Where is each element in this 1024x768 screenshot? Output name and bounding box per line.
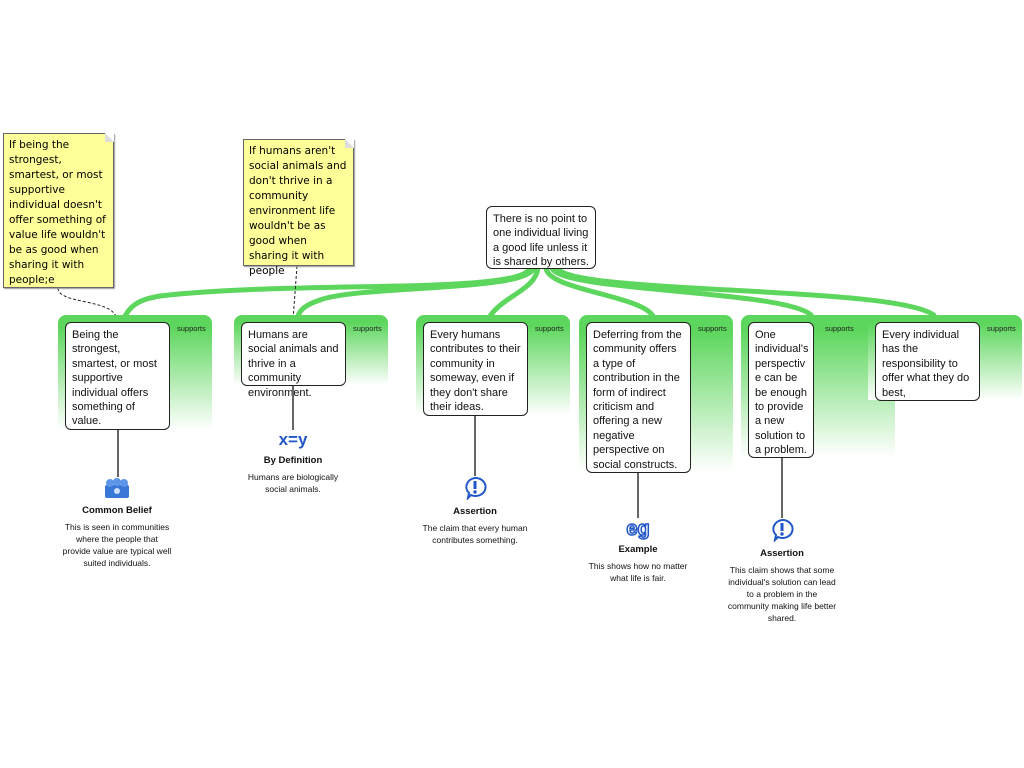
basis-type-3: Assertion: [453, 506, 497, 517]
reason-claim-4[interactable]: Deferring from the community offers a ty…: [586, 322, 691, 473]
example-icon: eg: [626, 517, 651, 541]
basis-link-1: [117, 430, 119, 477]
basis-link-5: [781, 458, 783, 518]
note-1[interactable]: If being the strongest, smartest, or mos…: [3, 133, 114, 288]
support-link-1: [122, 266, 533, 318]
assertion-icon: [465, 476, 487, 500]
basis-3[interactable]: Assertion The claim that every human con…: [420, 476, 530, 546]
common-belief-icon: [105, 478, 129, 498]
note-link-1: [57, 287, 118, 321]
relation-label-4: supports: [698, 324, 727, 333]
reason-claim-3[interactable]: Every humans contributes to their commun…: [423, 322, 528, 416]
basis-1[interactable]: Common Belief This is seen in communitie…: [62, 477, 172, 569]
support-link-6: [555, 266, 937, 319]
basis-link-2: [292, 386, 294, 430]
support-link-3: [487, 267, 541, 318]
reason-claim-1[interactable]: Being the strongest, smartest, or most s…: [65, 322, 170, 430]
root-claim[interactable]: There is no point to one individual livi…: [486, 206, 596, 269]
basis-type-1: Common Belief: [82, 505, 152, 516]
support-link-4: [543, 267, 656, 318]
basis-link-3: [474, 416, 476, 476]
reason-claim-5[interactable]: One individual's perspectiv e can be be …: [748, 322, 814, 458]
reason-claim-2[interactable]: Humans are social animals and thrive in …: [241, 322, 346, 399]
relation-label-2: supports: [353, 324, 382, 333]
basis-link-4: [637, 473, 639, 518]
assertion-icon: [772, 518, 794, 542]
relation-label-3: supports: [535, 324, 564, 333]
basis-type-4: Example: [618, 544, 658, 555]
support-link-2: [295, 266, 537, 317]
relation-label-5: supports: [825, 324, 854, 333]
note-link-2: [292, 265, 298, 321]
support-link-5: [549, 266, 814, 318]
basis-text-3: The claim that every human contributes s…: [422, 523, 528, 545]
basis-text-2: Humans are biologically social animals.: [247, 472, 339, 494]
basis-text-4: This shows how no matter what life is fa…: [588, 561, 688, 583]
basis-2[interactable]: x=y By Definition Humans are biologicall…: [238, 430, 348, 495]
relation-label-1: supports: [177, 324, 206, 333]
basis-type-5: Assertion: [760, 548, 804, 559]
basis-4[interactable]: eg Example This shows how no matter what…: [583, 517, 693, 584]
basis-5[interactable]: Assertion This claim shows that some ind…: [727, 518, 837, 624]
basis-text-1: This is seen in communities where the pe…: [62, 522, 172, 568]
relation-label-6: supports: [987, 324, 1016, 333]
basis-type-2: By Definition: [263, 455, 323, 466]
note-2[interactable]: If humans aren't social animals and don'…: [243, 139, 354, 277]
by-definition-icon: x=y: [278, 430, 308, 449]
basis-text-5: This claim shows that some individual's …: [727, 565, 837, 623]
reason-claim-6[interactable]: Every individual has the responsibility …: [875, 322, 980, 401]
